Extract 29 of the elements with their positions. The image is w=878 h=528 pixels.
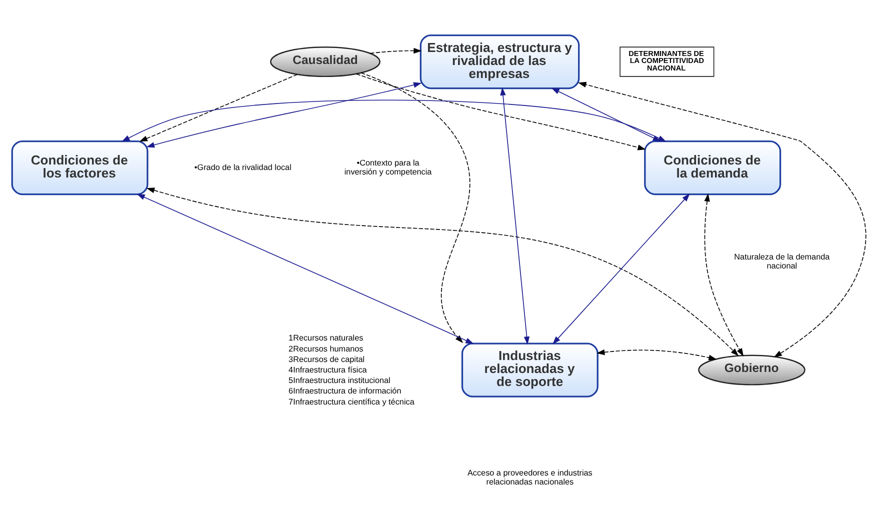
node-box: DETERMINANTES DE LA COMPETITIVIDAD NACIONAL <box>620 46 714 77</box>
arrow <box>552 194 690 344</box>
label: Acceso a proveedores e industrias relacionadas nacionales <box>467 468 592 487</box>
label: 5Infraestructura institucional <box>288 376 390 386</box>
label: •Contexto para la inversión y competencia <box>344 158 432 176</box>
label: 1Recursos naturales <box>288 334 364 343</box>
node-box: Condiciones de la demanda <box>644 140 782 196</box>
node-box: Estrategia, estructura y rivalidad de las empresas <box>420 34 580 90</box>
arrow <box>356 74 646 150</box>
node-ellipse: Causalidad <box>270 46 380 78</box>
arrow <box>596 349 717 360</box>
arrow <box>146 82 422 148</box>
arrow <box>578 82 866 358</box>
arrow <box>704 193 744 357</box>
label: 3Recursos de capital <box>288 354 365 364</box>
arrow <box>139 74 298 142</box>
label: 2Recursos humanos <box>288 344 364 354</box>
node-box: Industrias relacionadas y de soporte <box>461 342 598 398</box>
arrow <box>136 194 474 344</box>
label: 7Infraestructura científica y técnica <box>288 397 414 406</box>
arrow <box>146 188 739 356</box>
node-box: Condiciones de los factores <box>11 140 148 196</box>
arrow <box>360 72 470 344</box>
arrow <box>500 87 530 345</box>
label: •Grado de la rivalidad local <box>194 162 292 172</box>
arrow <box>370 48 422 54</box>
label: 6Infraestructura de información <box>288 386 402 396</box>
label: Naturaleza de la demanda nacional <box>734 252 830 270</box>
label: 4Infraestructura física <box>288 365 367 374</box>
